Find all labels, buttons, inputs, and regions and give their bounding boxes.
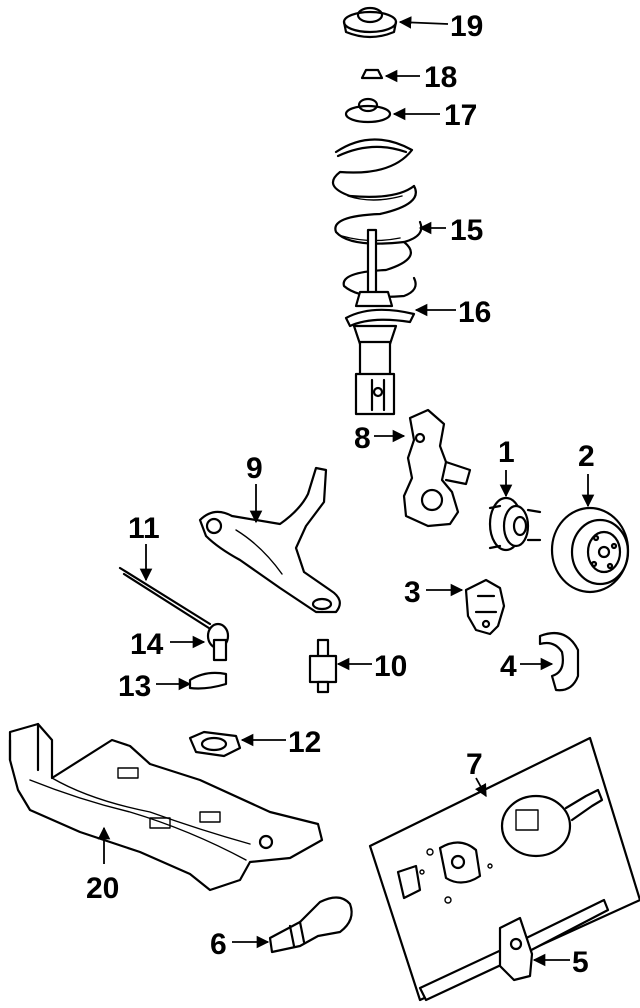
leader-lines	[97, 16, 595, 967]
axle-shaft-part	[418, 898, 610, 1002]
cv-joint-kit-part	[368, 736, 640, 1002]
callout-2: 2	[578, 440, 595, 473]
callout-18: 18	[424, 61, 457, 94]
callout-6: 6	[210, 928, 227, 961]
upper-spring-seat-part	[344, 97, 392, 124]
callout-10: 10	[374, 650, 407, 683]
hub-bearing-part	[488, 496, 542, 552]
callout-19: 19	[450, 10, 483, 43]
coil-spring-part	[331, 138, 423, 298]
ball-joint-part	[308, 638, 338, 694]
lower-control-arm-part	[198, 466, 341, 614]
callout-16: 16	[458, 296, 491, 329]
callout-11: 11	[128, 512, 160, 545]
callout-1: 1	[498, 436, 515, 469]
crossmember-part	[8, 722, 324, 892]
strut-mount-part	[342, 6, 398, 39]
crossmember-bushing-part	[188, 730, 242, 758]
callout-9: 9	[246, 452, 263, 485]
stabilizer-link-part	[118, 566, 230, 662]
strut-assembly-part	[344, 228, 416, 416]
caliper-bracket-part	[464, 578, 506, 636]
callout-20: 20	[86, 872, 119, 905]
callout-12: 12	[288, 726, 321, 759]
callout-5: 5	[572, 946, 589, 979]
callout-15: 15	[450, 214, 483, 247]
steering-knuckle-part	[402, 408, 472, 528]
brake-rotor-part	[550, 506, 630, 594]
callout-labels: 19 18 17 15 16 8 1 2 9 11 3 14 10 4 13 1…	[86, 10, 595, 979]
callout-4: 4	[500, 650, 517, 683]
callout-8: 8	[354, 422, 371, 455]
inner-cv-joint-part	[268, 896, 353, 954]
bushing-part	[188, 671, 228, 690]
callout-13: 13	[118, 670, 151, 703]
nut-part	[360, 68, 384, 80]
callout-17: 17	[444, 99, 477, 132]
brake-shield-part	[538, 632, 580, 692]
callout-7: 7	[466, 748, 483, 781]
callout-3: 3	[404, 576, 421, 609]
callout-14: 14	[130, 628, 164, 661]
